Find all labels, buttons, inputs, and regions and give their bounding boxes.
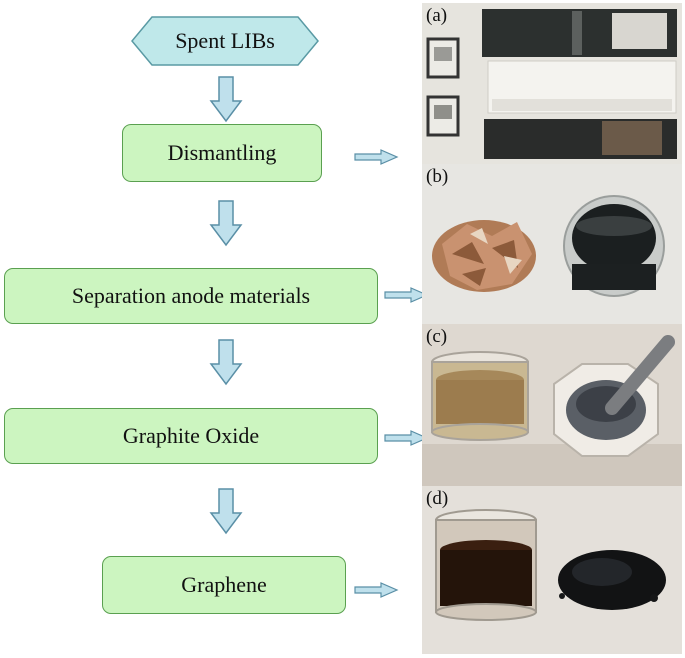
arrow-down-3	[210, 339, 242, 385]
panel-label-a: (a)	[426, 5, 448, 26]
panel-label-d: (d)	[426, 488, 449, 509]
photo-panel-c: (c)	[422, 324, 682, 486]
arrow-down-1	[210, 76, 242, 122]
process-step-dismantling: Dismantling	[122, 124, 322, 182]
panel-label-b: (b)	[426, 166, 449, 187]
process-step-graphite-oxide: Graphite Oxide	[4, 408, 378, 464]
photo-a-image	[422, 3, 682, 164]
arrow-down-2	[210, 200, 242, 246]
step-label: Graphene	[181, 572, 267, 597]
photo-c-image	[422, 324, 682, 486]
arrow-right-d	[354, 582, 398, 598]
arrow-right-a	[354, 149, 398, 165]
photo-b-image	[422, 164, 682, 324]
start-node: Spent LIBs	[130, 16, 320, 66]
panel-label-c: (c)	[426, 326, 448, 347]
step-label: Graphite Oxide	[122, 423, 260, 448]
process-step-separation: Separation anode materials	[4, 268, 378, 324]
start-node-label: Spent LIBs	[175, 28, 275, 53]
arrow-right-c	[384, 430, 428, 446]
photo-panel-d: (d)	[422, 486, 682, 654]
step-label: Separation anode materials	[71, 283, 311, 308]
step-label: Dismantling	[167, 140, 277, 165]
process-step-graphene: Graphene	[102, 556, 346, 614]
start-node-shape	[131, 16, 319, 66]
arrow-down-4	[210, 488, 242, 534]
photo-panel-a: (a)	[422, 3, 682, 164]
arrow-right-b	[384, 287, 428, 303]
photo-panel-b: (b)	[422, 164, 682, 324]
photo-d-image	[422, 486, 682, 654]
